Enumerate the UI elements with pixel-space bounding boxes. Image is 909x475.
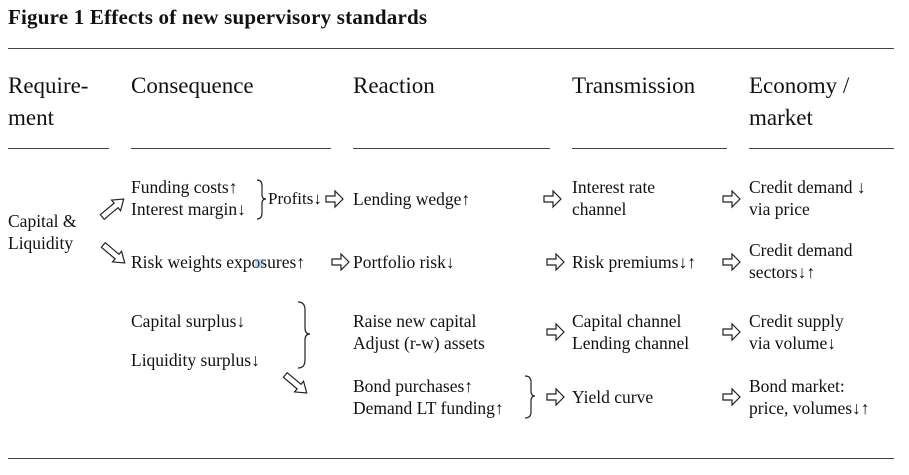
arrow-right-icon bbox=[325, 189, 344, 209]
figure-title: Figure 1 Effects of new supervisory stan… bbox=[8, 5, 428, 29]
header-reaction: Reaction bbox=[353, 73, 435, 98]
transmission-capital-channel: Capital channel Lending channel bbox=[572, 311, 690, 353]
arrow-right-icon bbox=[543, 189, 562, 209]
arrow-right-icon bbox=[546, 252, 565, 272]
arrow-right-icon bbox=[722, 189, 741, 209]
header-underline-consequence bbox=[131, 148, 331, 149]
transmission-yield-curve: Yield curve bbox=[572, 387, 654, 407]
consequence-capital-surplus: Capital surplus↓ bbox=[131, 311, 246, 331]
consequence-risk-weights: Risk weights exposures↑ bbox=[131, 252, 306, 272]
header-underline-transmission bbox=[572, 148, 727, 149]
header-consequence: Consequence bbox=[131, 73, 254, 98]
header-underline-reaction bbox=[353, 148, 550, 149]
arrow-right-icon bbox=[546, 322, 565, 342]
reaction-raise-capital: Raise new capital Adjust (r-w) assets bbox=[353, 311, 485, 353]
arrow-down-right-icon bbox=[282, 371, 308, 394]
header-underline-requirement bbox=[8, 148, 109, 149]
text-highlight-marker bbox=[255, 259, 264, 268]
arrow-right-icon bbox=[722, 387, 741, 407]
arrow-right-icon bbox=[722, 322, 741, 342]
reaction-lending-wedge: Lending wedge↑ bbox=[353, 189, 471, 209]
consequence-profits: Profits↓ bbox=[268, 189, 322, 208]
arrow-up-right-icon bbox=[99, 198, 125, 221]
economy-credit-supply: Credit supply via volume↓ bbox=[749, 311, 844, 353]
header-underline-economy bbox=[749, 148, 894, 149]
arrow-right-icon bbox=[546, 387, 565, 407]
reaction-portfolio-risk: Portfolio risk↓ bbox=[353, 252, 455, 272]
top-rule bbox=[8, 48, 894, 49]
transmission-risk-premiums: Risk premiums↓↑ bbox=[572, 252, 696, 272]
arrow-down-right-icon bbox=[100, 241, 126, 264]
economy-bond-market: Bond market: price, volumes↓↑ bbox=[749, 376, 870, 418]
requirement-label: Capital & Liquidity bbox=[8, 211, 77, 253]
economy-credit-demand-sectors: Credit demand sectors↓↑ bbox=[749, 240, 853, 282]
arrow-right-icon bbox=[331, 252, 350, 272]
header-transmission: Transmission bbox=[572, 73, 696, 98]
header-requirement: Require- ment bbox=[8, 73, 89, 130]
right-brace-icon bbox=[256, 179, 267, 220]
right-brace-icon bbox=[297, 301, 311, 369]
right-brace-icon bbox=[524, 375, 536, 419]
economy-credit-demand-price: Credit demand ↓ via price bbox=[749, 177, 866, 219]
consequence-liquidity-surplus: Liquidity surplus↓ bbox=[131, 350, 260, 370]
consequence-interest-margin: Interest margin↓ bbox=[131, 199, 246, 219]
header-economy: Economy / market bbox=[749, 73, 850, 130]
reaction-bond-purchases: Bond purchases↑ Demand LT funding↑ bbox=[353, 376, 504, 418]
consequence-funding-costs: Funding costs↑ bbox=[131, 177, 238, 197]
transmission-interest-rate: Interest rate channel bbox=[572, 177, 656, 219]
bottom-rule bbox=[8, 458, 894, 459]
arrow-right-icon bbox=[722, 252, 741, 272]
